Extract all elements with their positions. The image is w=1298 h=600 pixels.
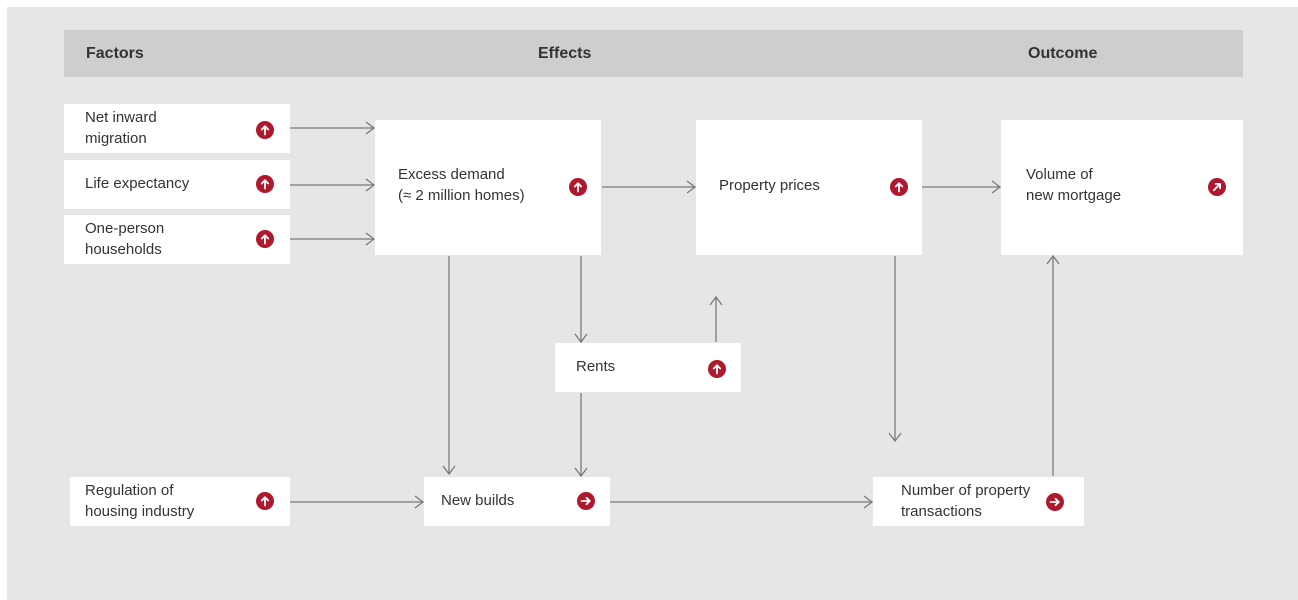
header-effects: Effects xyxy=(538,45,592,62)
life-expectancy-label: Life expectancy xyxy=(85,175,190,192)
one-person-line1: One-person xyxy=(85,220,165,237)
effect-new-builds: New builds xyxy=(424,477,610,526)
property-prices-label: Property prices xyxy=(719,177,820,194)
arrow-up-icon xyxy=(569,178,587,196)
one-person-line2: households xyxy=(85,241,162,258)
arrow-up-icon xyxy=(256,492,274,510)
arrow-up-icon xyxy=(708,360,726,378)
excess-demand-line2: (≈ 2 million homes) xyxy=(398,187,525,204)
arrow-up-icon xyxy=(256,175,274,193)
arrow-right-icon xyxy=(577,492,595,510)
mortgage-line1: Volume of xyxy=(1026,166,1093,183)
outcome-new-mortgage: Volume of new mortgage xyxy=(1001,120,1243,255)
transactions-line1: Number of property xyxy=(901,482,1031,499)
rents-label: Rents xyxy=(576,358,616,375)
transactions-line2: transactions xyxy=(901,503,982,520)
effect-excess-demand: Excess demand (≈ 2 million homes) xyxy=(375,120,601,255)
arrow-up-right-icon xyxy=(1208,178,1226,196)
excess-demand-line1: Excess demand xyxy=(398,166,505,183)
net-migration-line2: migration xyxy=(85,130,147,147)
effect-property-transactions: Number of property transactions xyxy=(873,477,1084,526)
arrow-up-icon xyxy=(256,230,274,248)
factor-net-migration: Net inward migration xyxy=(64,104,290,153)
net-migration-line1: Net inward xyxy=(85,109,157,126)
factor-one-person-households: One-person households xyxy=(64,215,290,264)
regulation-line1: Regulation of xyxy=(85,482,174,499)
header-bar xyxy=(64,30,1243,77)
effect-rents: Rents xyxy=(555,343,741,392)
header-outcome: Outcome xyxy=(1028,45,1098,62)
header-factors: Factors xyxy=(86,45,144,62)
arrow-up-icon xyxy=(890,178,908,196)
arrow-right-icon xyxy=(1046,493,1064,511)
mortgage-line2: new mortgage xyxy=(1026,187,1122,204)
factor-regulation: Regulation of housing industry xyxy=(70,477,290,526)
new-builds-label: New builds xyxy=(441,492,515,509)
effect-property-prices: Property prices xyxy=(696,120,922,255)
regulation-line2: housing industry xyxy=(85,503,195,520)
arrow-up-icon xyxy=(256,121,274,139)
factor-life-expectancy: Life expectancy xyxy=(64,160,290,209)
